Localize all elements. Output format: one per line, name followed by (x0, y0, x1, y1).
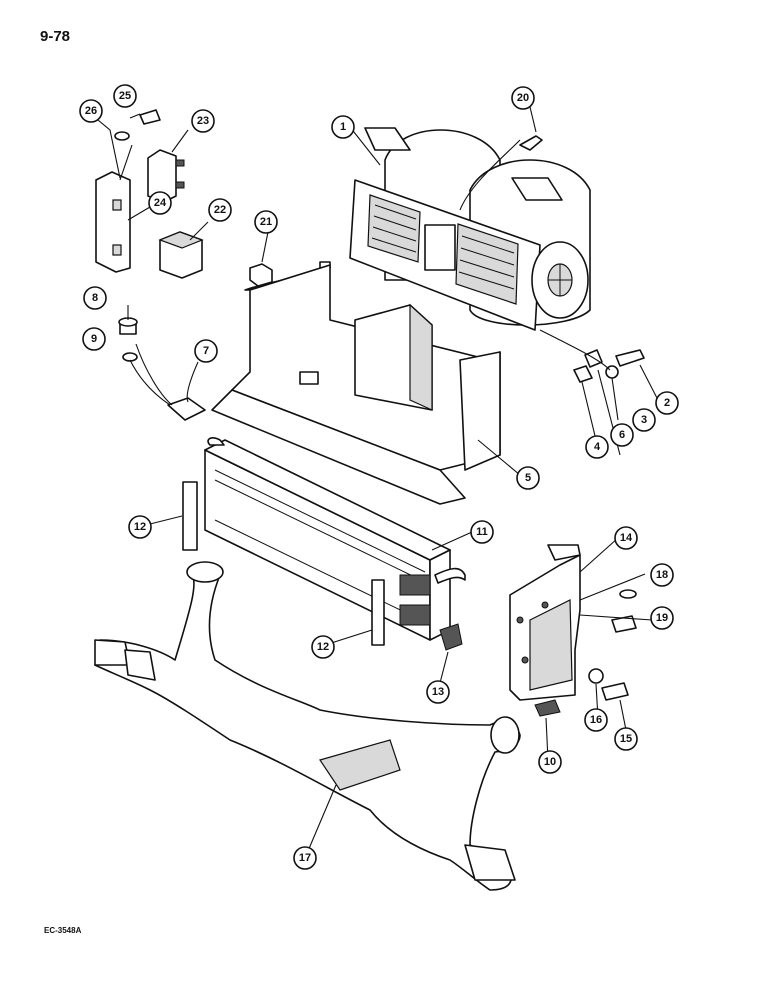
callout-15: 15 (614, 727, 638, 751)
svg-text:6: 6 (619, 429, 625, 441)
mounting-bracket (509, 544, 581, 701)
resistor-block (147, 149, 185, 203)
callout-13: 13 (426, 680, 450, 704)
svg-text:5: 5 (525, 472, 531, 484)
callout-9: 9 (82, 327, 106, 351)
svg-text:12: 12 (317, 641, 329, 653)
svg-text:16: 16 (590, 714, 602, 726)
svg-text:12: 12 (134, 521, 146, 533)
figure-code: EC-3548A (44, 926, 82, 935)
svg-text:18: 18 (656, 569, 668, 581)
callout-12b: 12 (311, 635, 335, 659)
svg-text:19: 19 (656, 612, 668, 624)
svg-text:17: 17 (299, 852, 311, 864)
callout-4: 4 (585, 435, 609, 459)
callout-12a: 12 (128, 515, 152, 539)
svg-text:22: 22 (214, 204, 226, 216)
callout-21: 21 (254, 210, 278, 234)
svg-text:20: 20 (517, 92, 529, 104)
svg-text:7: 7 (203, 345, 209, 357)
page-number: 9-78 (40, 28, 71, 45)
callout-24: 24 (148, 191, 172, 215)
callout-23: 23 (191, 109, 215, 133)
svg-text:23: 23 (197, 115, 209, 127)
callout-16: 16 (584, 708, 608, 732)
callout-17: 17 (293, 846, 317, 870)
callout-5: 5 (516, 466, 540, 490)
svg-text:1: 1 (340, 121, 346, 133)
foam-strip-right (371, 579, 385, 646)
relay-bracket (95, 171, 131, 273)
svg-text:8: 8 (92, 292, 98, 304)
callout-22: 22 (208, 198, 232, 222)
callout-6: 6 (610, 423, 634, 447)
svg-text:3: 3 (641, 414, 647, 426)
callout-14: 14 (614, 526, 638, 550)
callout-11: 11 (470, 520, 494, 544)
svg-text:4: 4 (594, 441, 601, 453)
svg-text:9: 9 (91, 333, 97, 345)
blower-assembly (349, 127, 591, 331)
svg-text:25: 25 (119, 90, 131, 102)
small-hardware (114, 109, 645, 717)
foam-strip-left (182, 481, 198, 551)
air-duct (94, 561, 521, 891)
callout-7: 7 (194, 339, 218, 363)
callout-3: 3 (632, 408, 656, 432)
callout-2: 2 (655, 391, 679, 415)
svg-text:15: 15 (620, 733, 632, 745)
svg-text:2: 2 (664, 397, 670, 409)
callout-25: 25 (113, 84, 137, 108)
heater-housing (211, 261, 501, 505)
svg-text:24: 24 (154, 197, 167, 209)
callout-8: 8 (83, 286, 107, 310)
svg-text:13: 13 (432, 686, 444, 698)
callout-10: 10 (538, 750, 562, 774)
callout-26: 26 (79, 99, 103, 123)
svg-text:10: 10 (544, 756, 556, 768)
callout-19: 19 (650, 606, 674, 630)
svg-text:21: 21 (260, 216, 272, 228)
callout-20: 20 (511, 86, 535, 110)
svg-text:14: 14 (620, 532, 633, 544)
svg-text:26: 26 (85, 105, 97, 117)
callout-18: 18 (650, 563, 674, 587)
callout-1: 1 (331, 115, 355, 139)
svg-text:11: 11 (476, 526, 488, 538)
relay (158, 231, 204, 279)
